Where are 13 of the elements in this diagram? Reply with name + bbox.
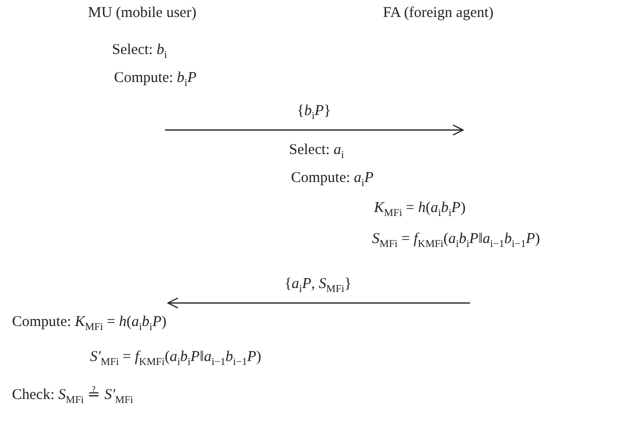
- protocol-step: S$_{MFi}$ = f$_{KMFi}$(a$_{i}$b$_{i}$P‖a$_{i−1}$b$_{i−1}$P): [372, 230, 540, 248]
- protocol-step: Compute: a$_{i}$P: [291, 169, 374, 187]
- protocol-step: S′$_{MFi}$ = f$_{KMFi}$(a$_{i}$b$_{i}$P‖a$_{i−1}$b$_{i−1}$P): [90, 348, 262, 366]
- protocol-step: Check: S$_{MFi}$ ≟ S′$_{MFi}$: [12, 386, 134, 404]
- protocol-step: Select: b$_{i}$: [112, 41, 167, 59]
- protocol-step: Compute: K$_{MFi}$ = h(a$_{i}$b$_{i}$P): [12, 313, 167, 331]
- protocol-step: Select: a$_{i}$: [289, 141, 344, 159]
- protocol-step: Compute: b$_{i}$P: [114, 69, 197, 87]
- party-heading: MU (mobile user): [88, 4, 196, 22]
- message-label: {a$_{i}$P, S$_{MFi}$}: [284, 275, 352, 293]
- protocol-step: K$_{MFi}$ = h(a$_{i}$b$_{i}$P): [374, 199, 466, 217]
- party-heading: FA (foreign agent): [383, 4, 494, 22]
- message-label: {b$_{i}$P}: [297, 102, 331, 120]
